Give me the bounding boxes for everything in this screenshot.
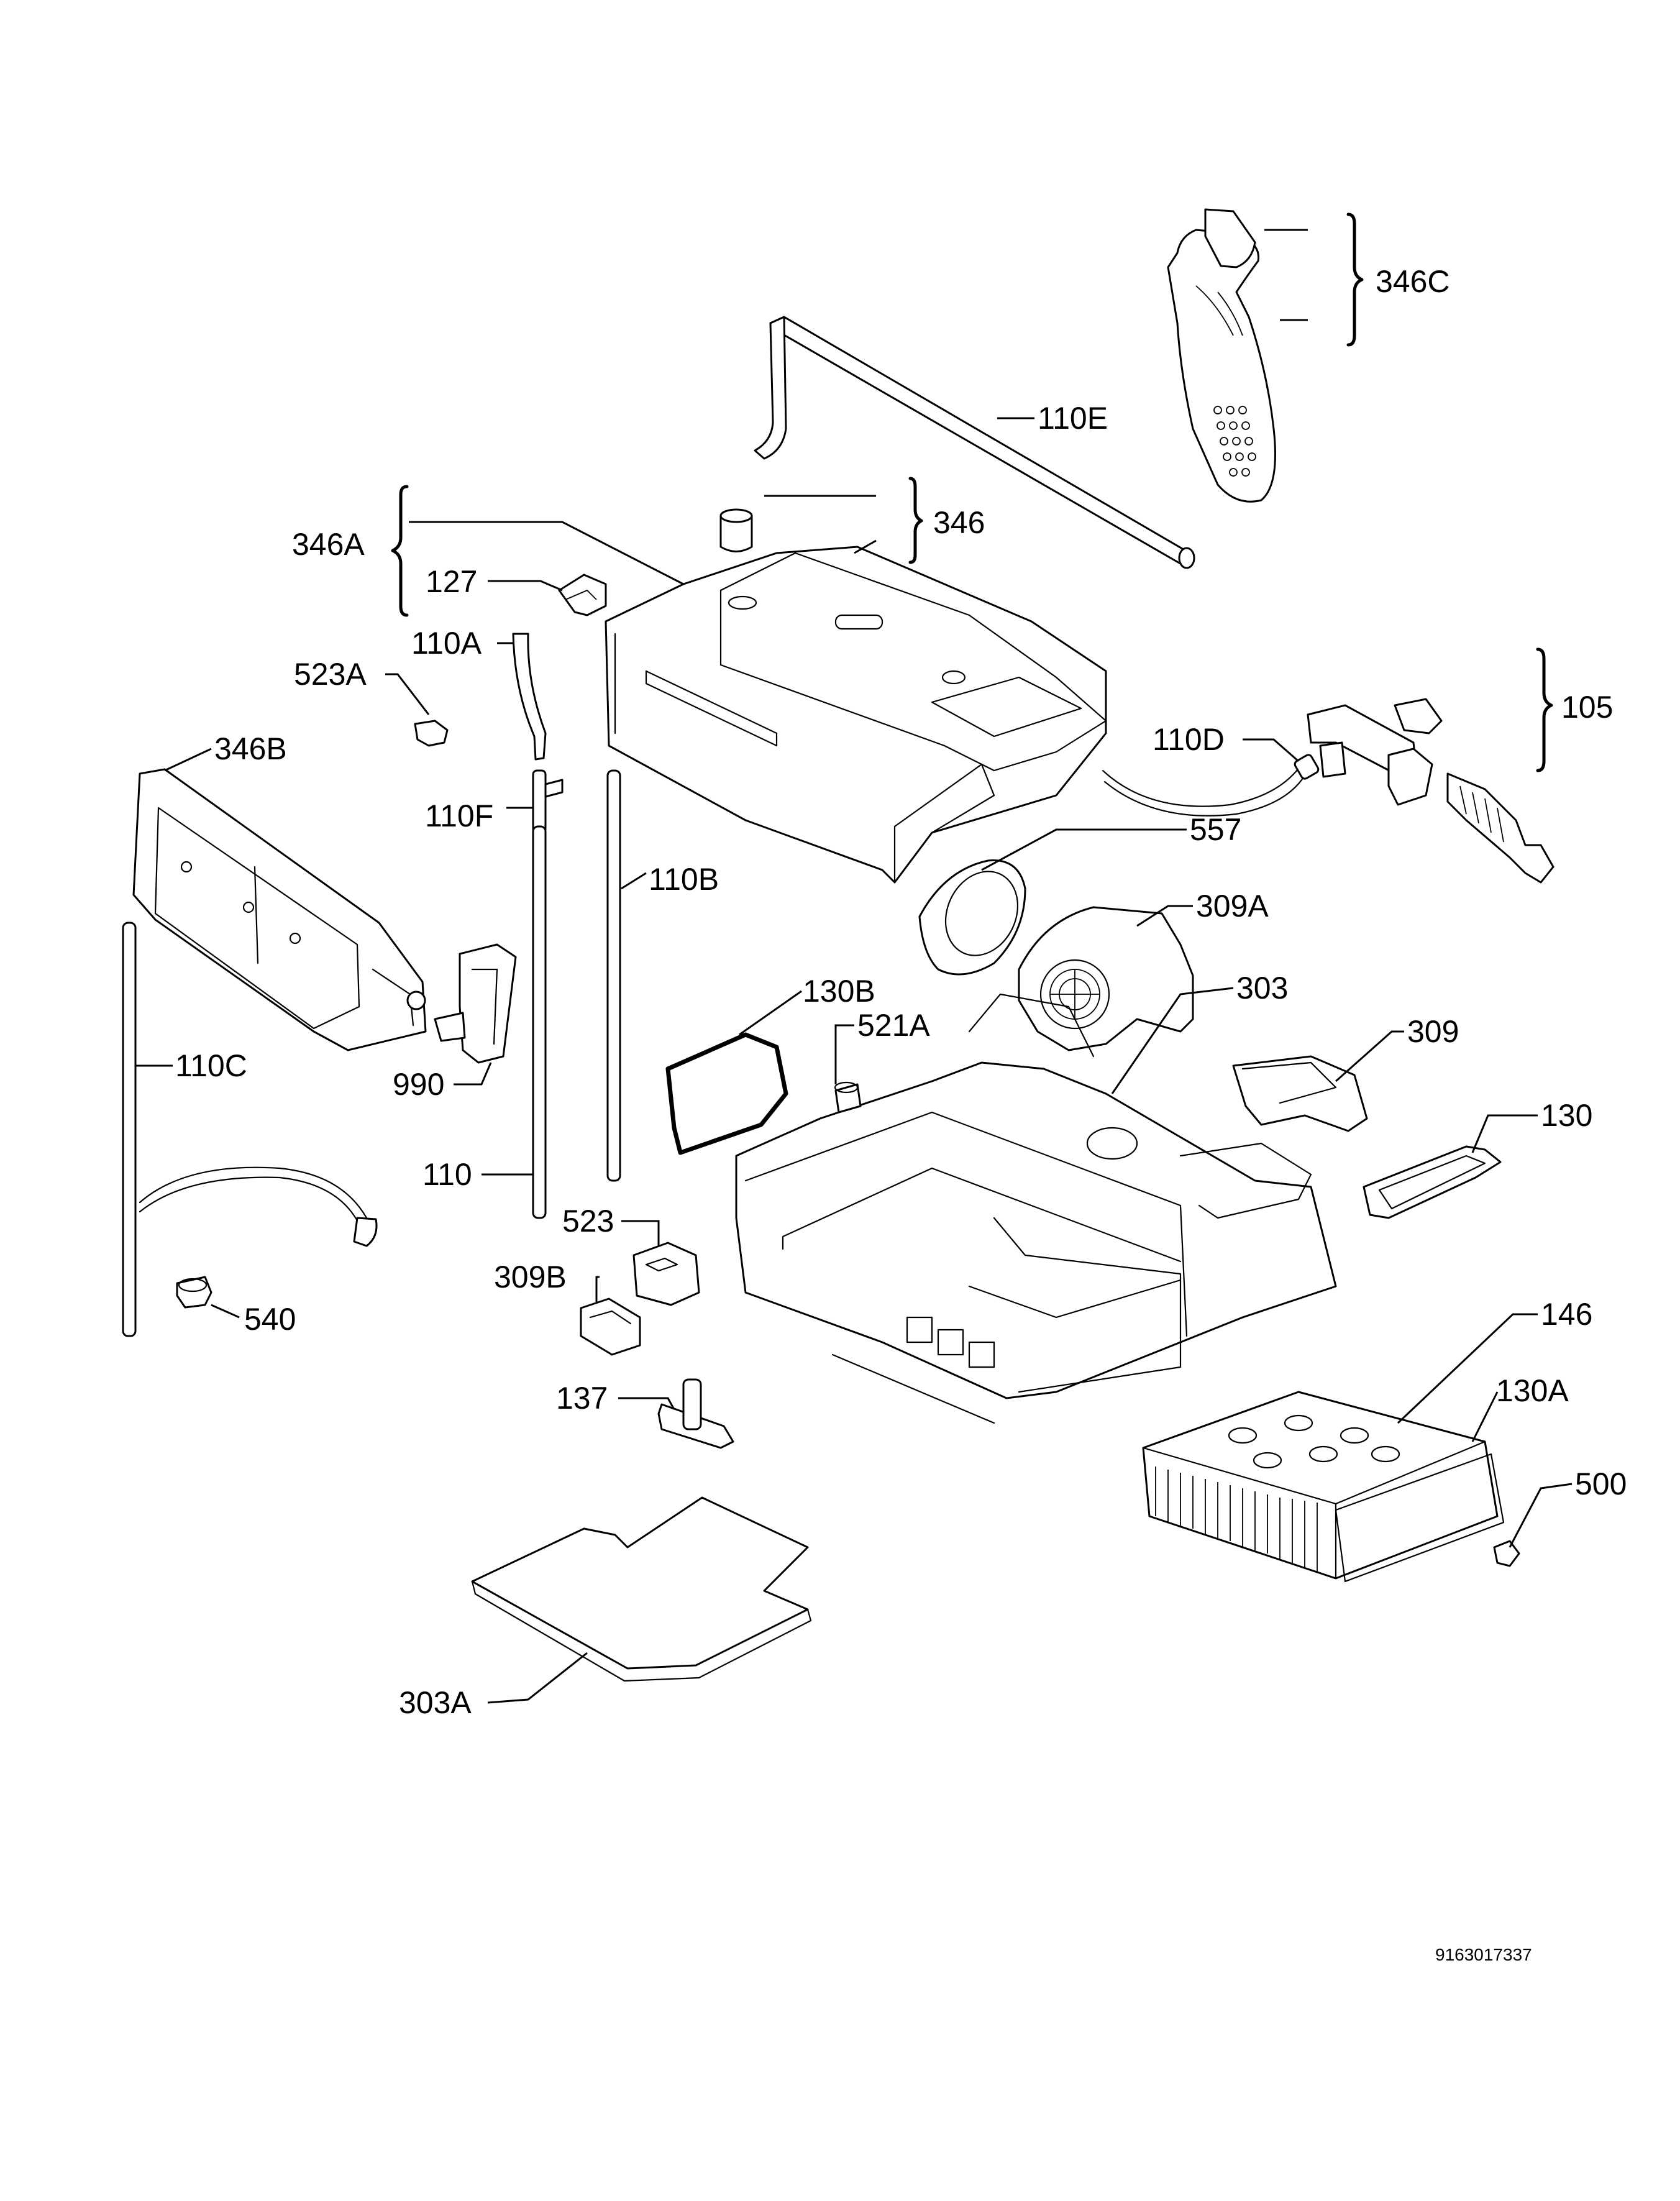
part-309-duct xyxy=(1232,1055,1368,1132)
part-346a-drawer-housing xyxy=(605,546,1107,884)
part-146-filter-box xyxy=(1142,1391,1499,1580)
part-523-connector xyxy=(632,1242,700,1306)
document-number: 9163017337 xyxy=(1435,1945,1532,1964)
part-990-holder xyxy=(434,943,517,1064)
label-540: 540 xyxy=(244,1302,296,1337)
label-110d: 110D xyxy=(1153,722,1225,757)
part-130b-gasket xyxy=(665,1032,788,1155)
part-110-tube xyxy=(532,825,547,1219)
label-110b: 110B xyxy=(649,862,719,897)
part-346c-funnel-handle xyxy=(1167,208,1276,503)
label-110: 110 xyxy=(422,1157,472,1192)
part-521a-cylinder xyxy=(834,1081,862,1114)
part-346b-side-panel xyxy=(132,768,427,1051)
part-309a-fan-housing xyxy=(1018,906,1194,1051)
label-346c: 346C xyxy=(1376,264,1450,299)
part-130a-seal xyxy=(1335,1453,1505,1583)
label-130: 130 xyxy=(1541,1098,1592,1133)
part-110e-tube xyxy=(754,316,1195,569)
bracket-braces xyxy=(391,213,1553,772)
label-346a: 346A xyxy=(292,527,365,562)
label-346: 346 xyxy=(933,505,985,540)
part-110c-tube xyxy=(122,922,378,1337)
leader-lines xyxy=(135,229,1573,1704)
label-500: 500 xyxy=(1575,1467,1627,1501)
label-110e: 110E xyxy=(1038,401,1108,436)
label-110a: 110A xyxy=(411,626,482,661)
part-523a-connector xyxy=(414,720,449,747)
label-303: 303 xyxy=(1236,971,1288,1005)
part-110a-hose xyxy=(512,633,547,761)
part-137-post xyxy=(657,1378,734,1449)
part-303-chassis xyxy=(735,993,1337,1424)
label-309b: 309B xyxy=(494,1260,567,1294)
part-110f-tube xyxy=(532,769,564,834)
part-130-gasket xyxy=(1363,1145,1502,1219)
label-130a: 130A xyxy=(1496,1373,1569,1408)
label-523a: 523A xyxy=(294,657,367,692)
label-105: 105 xyxy=(1561,690,1613,725)
label-990: 990 xyxy=(393,1067,444,1102)
part-500-knob xyxy=(1493,1540,1520,1567)
label-309a: 309A xyxy=(1196,889,1269,923)
label-346b: 346B xyxy=(214,731,287,766)
label-557: 557 xyxy=(1190,812,1241,847)
part-110d-hose xyxy=(1102,754,1320,817)
part-557-ring xyxy=(918,859,1026,976)
label-309: 309 xyxy=(1407,1014,1459,1049)
part-127-clip xyxy=(558,574,607,616)
label-523: 523 xyxy=(562,1204,614,1238)
part-540-clamp xyxy=(176,1276,212,1309)
label-521a: 521A xyxy=(857,1008,930,1043)
part-303a-sheet xyxy=(471,1496,812,1682)
part-309b-bracket xyxy=(580,1297,641,1356)
label-130b: 130B xyxy=(803,974,875,1009)
label-110c: 110C xyxy=(175,1048,247,1083)
label-137: 137 xyxy=(556,1381,608,1416)
part-105-valve xyxy=(1307,698,1554,884)
label-110f: 110F xyxy=(425,798,493,833)
part-110b-tube xyxy=(606,769,621,1182)
label-303a: 303A xyxy=(399,1685,472,1720)
label-146: 146 xyxy=(1541,1297,1592,1332)
label-127: 127 xyxy=(426,564,477,599)
part-346-cap xyxy=(719,508,753,552)
